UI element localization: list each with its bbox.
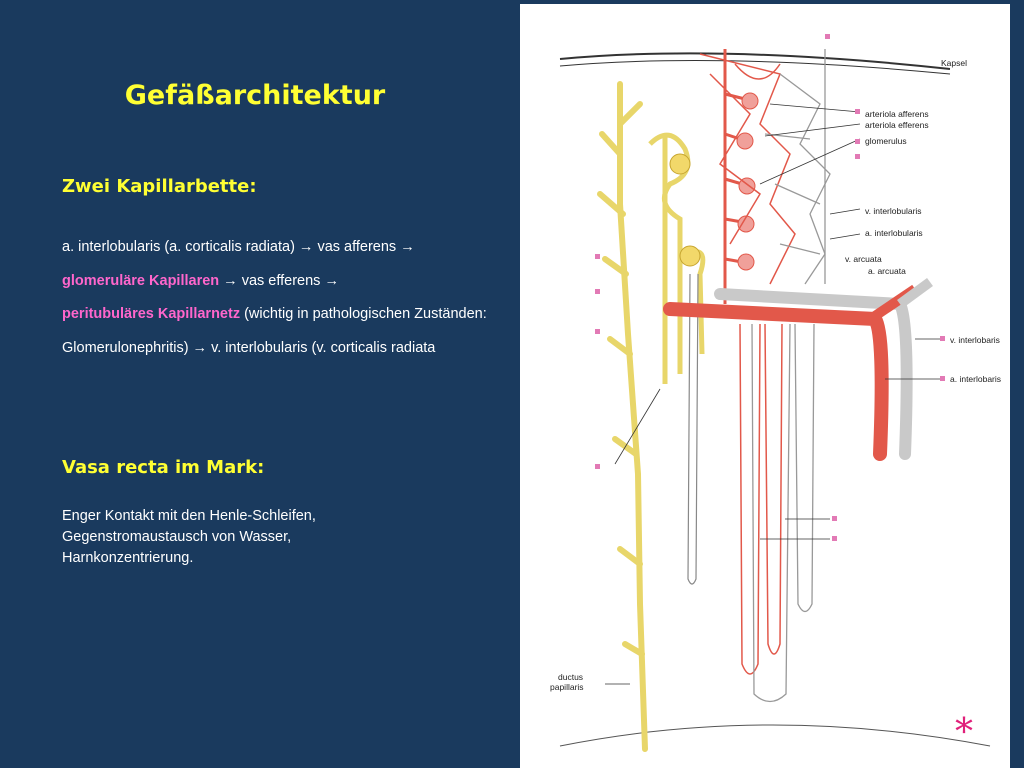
heading-two-capillary-beds: Zwei Kapillarbette: xyxy=(62,176,257,197)
venous-network xyxy=(764,49,831,285)
label-a-arcuata: a. arcuata xyxy=(868,266,906,276)
label-arteriola-afferens: arteriola afferens xyxy=(865,109,929,119)
label-papillaris: papillaris xyxy=(550,682,584,692)
label-a-interlobaris: a. interlobaris xyxy=(950,374,1001,384)
vessel-diagram: Kapsel arteriola afferens arteriola effe… xyxy=(550,34,1001,752)
text-line: Harnkonzentrierung. xyxy=(62,550,194,566)
slide-title: Gefäßarchitektur xyxy=(124,80,386,111)
label-arrows xyxy=(605,103,940,685)
vasa-recta-venous xyxy=(751,323,815,703)
label-v-arcuata: v. arcuata xyxy=(845,254,882,264)
vasa-recta xyxy=(739,323,783,675)
capsule-line xyxy=(559,52,951,70)
glomerulus-yellow xyxy=(679,245,701,267)
label-v-interlobularis: v. interlobularis xyxy=(865,206,922,216)
highlight-glomerular-capillaries: glomeruläre Kapillaren xyxy=(62,272,220,289)
text-segment: a. interlobularis (a. corticalis radiata… xyxy=(62,239,415,255)
asterisk-mark: * xyxy=(955,712,973,753)
glomerulus-yellow xyxy=(669,153,691,175)
capsule-line xyxy=(559,60,951,75)
text-line: Gegenstromaustausch von Wasser, xyxy=(62,529,292,545)
label-arteriola-efferens: arteriola efferens xyxy=(865,120,929,130)
label-ductus: ductus xyxy=(558,672,583,682)
henle-loop xyxy=(687,273,699,585)
pink-markers xyxy=(595,34,945,541)
highlight-peritubular-network: peritubuläres Kapillarnetz xyxy=(62,306,241,322)
heading-vasa-recta: Vasa recta im Mark: xyxy=(62,457,265,478)
text-segment: (wichtig in pathologischen Zuständen: Gl… xyxy=(62,306,487,356)
peritubular-network xyxy=(699,53,796,285)
capillary-beds-text: a. interlobularis (a. corticalis radiata… xyxy=(62,231,492,365)
papilla-line xyxy=(559,724,991,747)
collecting-duct xyxy=(597,81,648,752)
kidney-vessel-illustration: Kapsel arteriola afferens arteriola effe… xyxy=(520,4,1010,768)
arcuate-vein xyxy=(714,288,913,460)
arcuate-vein-branch xyxy=(897,277,933,309)
vasa-recta-text: Enger Kontakt mit den Henle-Schleifen, G… xyxy=(62,506,492,569)
arcuate-artery xyxy=(663,302,889,461)
text-segment: → vas efferens → xyxy=(219,272,339,289)
label-a-interlobularis: a. interlobularis xyxy=(865,228,923,238)
label-v-interlobaris: v. interlobaris xyxy=(950,335,1000,345)
text-line: Enger Kontakt mit den Henle-Schleifen, xyxy=(62,508,316,524)
label-glomerulus: glomerulus xyxy=(865,136,907,146)
label-kapsel: Kapsel xyxy=(941,58,967,68)
glomeruli-red xyxy=(736,92,759,271)
